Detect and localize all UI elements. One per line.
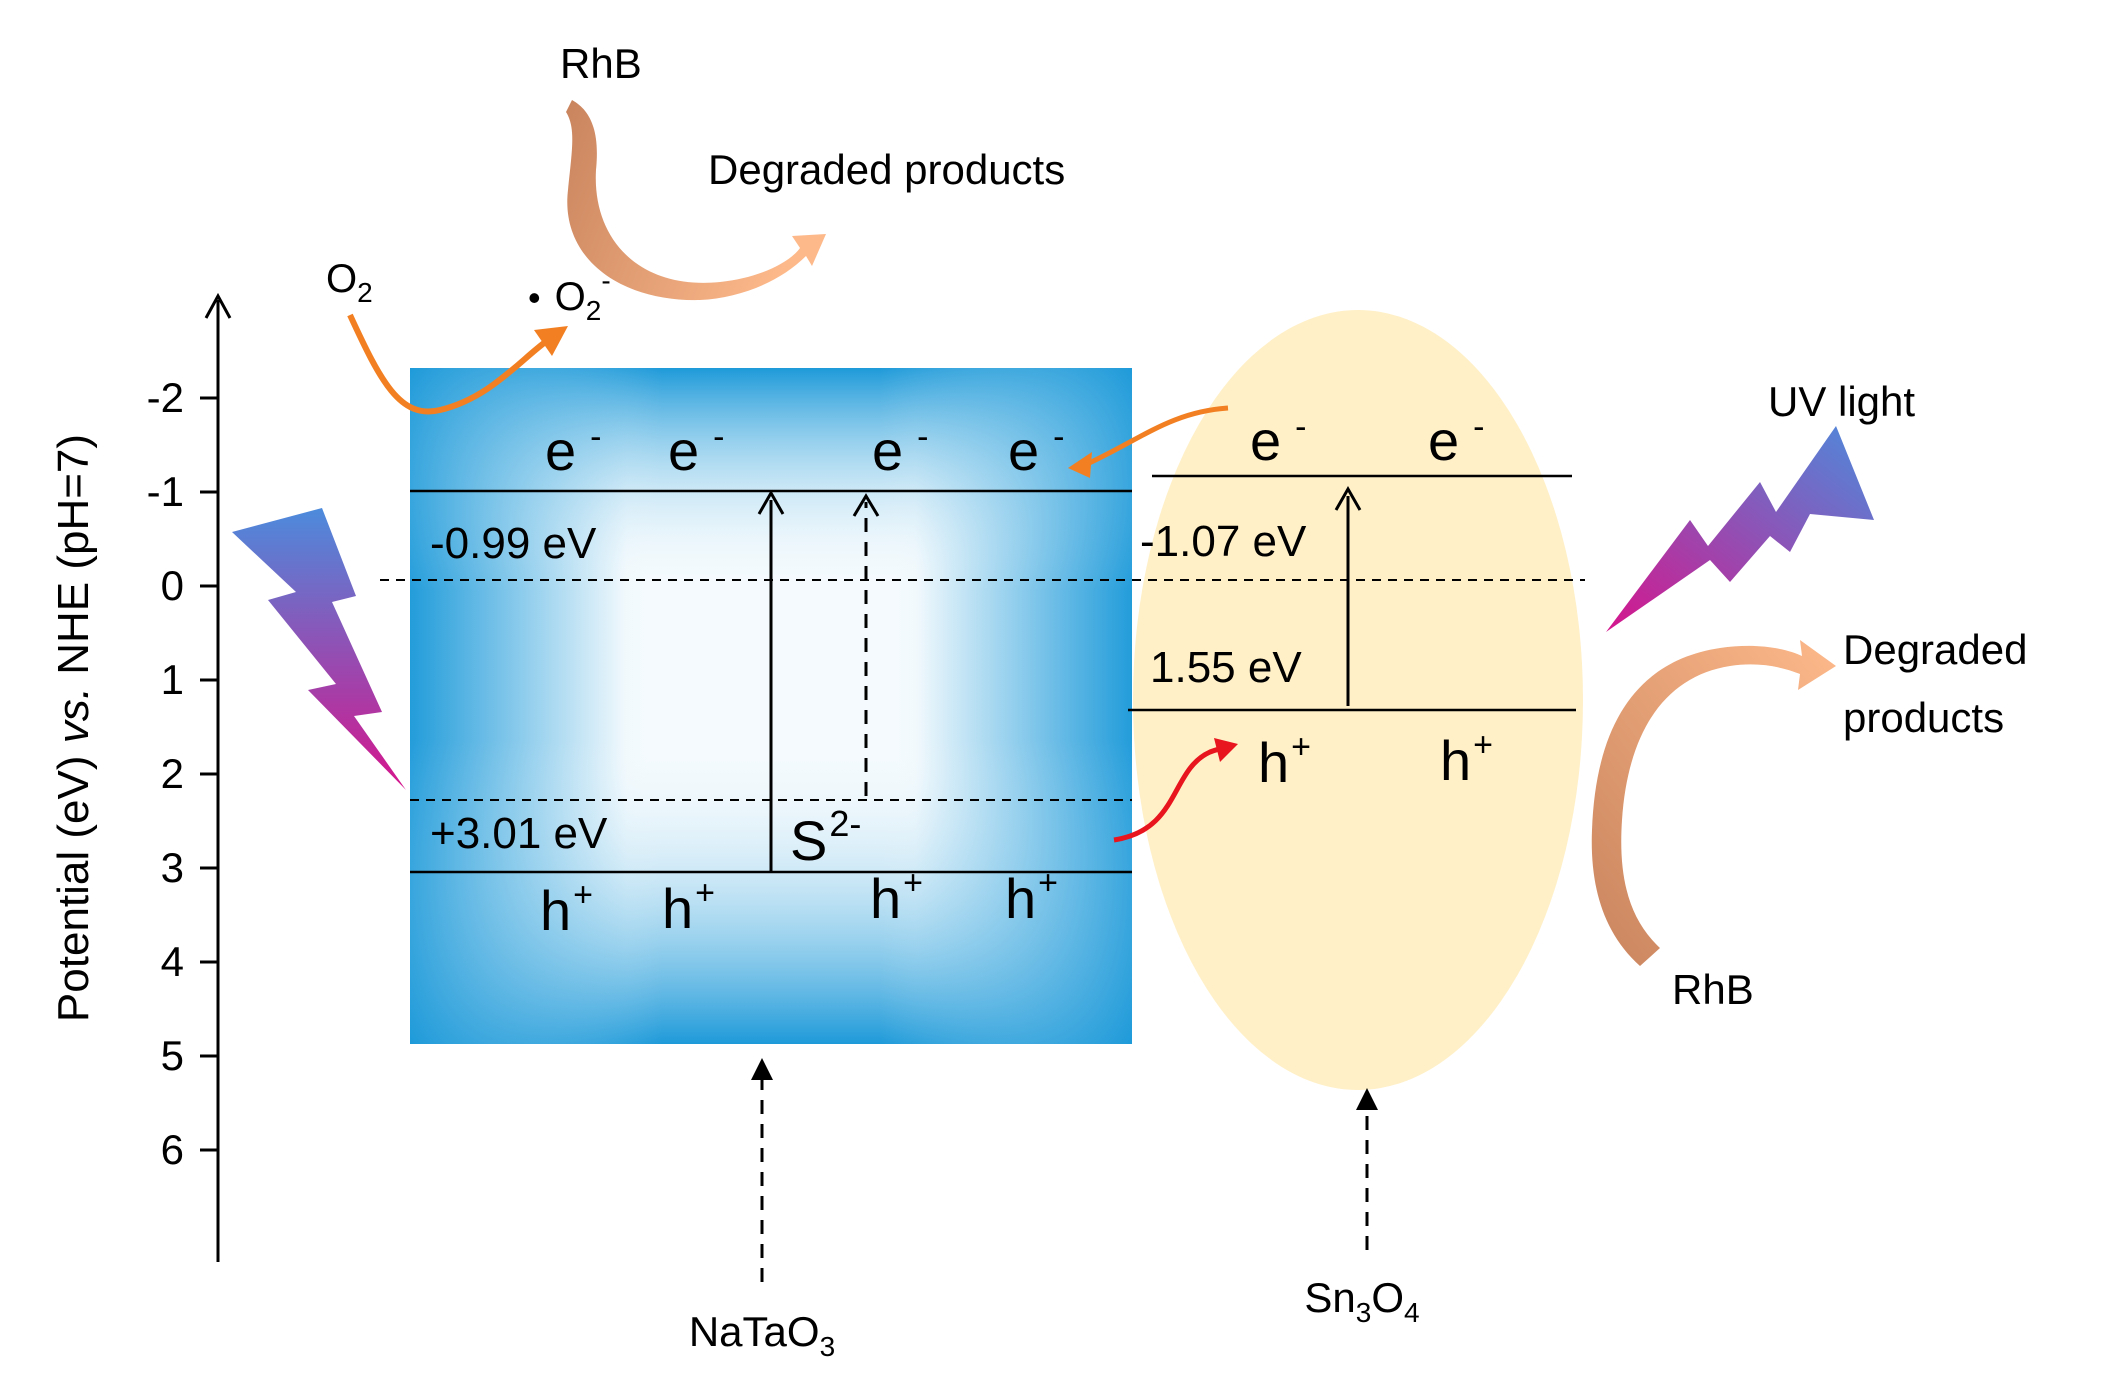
axis-tick-label: 2: [161, 750, 184, 797]
svg-text:h+: h+: [1258, 728, 1311, 794]
sn3o4-band-gap: 1.55 eV: [1150, 643, 1302, 692]
lightning-bolt-left-icon: [232, 508, 406, 790]
svg-text:e-: e-: [872, 418, 928, 482]
svg-text:h+: h+: [662, 874, 715, 940]
sn3o4-cb-potential: -1.07 eV: [1140, 517, 1307, 566]
svg-text:e-: e-: [1008, 418, 1064, 482]
sn3o4-label: Sn3O4: [1304, 1274, 1419, 1328]
oxygen-reduction-arrow: [347, 313, 550, 415]
degraded-products-top-label: Degraded products: [708, 146, 1065, 193]
svg-text:h+: h+: [870, 864, 923, 930]
sulfide-ion: S2-: [790, 803, 861, 872]
svg-text:e-: e-: [668, 418, 724, 482]
svg-text:h+: h+: [540, 876, 593, 942]
axis-tick-label: 5: [161, 1032, 184, 1079]
axis-tick-label: 1: [161, 656, 184, 703]
axis-tick-label: 0: [161, 562, 184, 609]
natao3-cb-potential: -0.99 eV: [430, 519, 597, 568]
natao3-label: NaTaO3: [689, 1308, 835, 1362]
svg-text:e-: e-: [1250, 408, 1306, 472]
axis-tick-label: 4: [161, 938, 184, 985]
superoxide-label: •O2-: [528, 265, 611, 326]
oxygen-label: O2: [326, 257, 373, 308]
svg-text:e-: e-: [545, 418, 601, 482]
rhb-right-label: RhB: [1672, 966, 1754, 1013]
axis-tick-label: -2: [147, 374, 184, 421]
axis-tick-label: 6: [161, 1126, 184, 1173]
uv-light-label: UV light: [1768, 378, 1915, 425]
natao3-vb-potential: +3.01 eV: [430, 809, 608, 858]
sn3o4-electrons: e- e-: [1250, 408, 1484, 472]
potential-axis: -2 -1 0 1 2 3 4 5 6 Potential (eV) vs. NHE (pH=7…: [49, 292, 232, 1262]
axis-tick-label: -1: [147, 468, 184, 515]
electron-transfer-arrow: [1083, 405, 1229, 468]
axis-label: Potential (eV) vs. NHE (pH=7): [49, 434, 98, 1022]
axis-tick-label: 3: [161, 844, 184, 891]
degraded-products-right-label: Degraded: [1843, 626, 2027, 673]
sn3o4-holes: h+ h+: [1258, 726, 1493, 794]
sn3o4-ellipse: [1133, 310, 1583, 1090]
svg-text:h+: h+: [1005, 864, 1058, 930]
svg-text:e-: e-: [1428, 408, 1484, 472]
rhb-degradation-arrow-right: [1591, 640, 1836, 966]
rhb-top-label: RhB: [560, 40, 642, 87]
natao3-electrons: e- e- e- e-: [545, 418, 1064, 482]
lightning-bolt-right-icon: [1606, 426, 1874, 632]
axis-ticks: -2 -1 0 1 2 3 4 5 6: [147, 374, 218, 1173]
natao3-holes: h+ h+ h+ h+: [540, 864, 1058, 942]
svg-text:h+: h+: [1440, 726, 1493, 792]
degraded-products-right-label-line2: products: [1843, 694, 2004, 741]
